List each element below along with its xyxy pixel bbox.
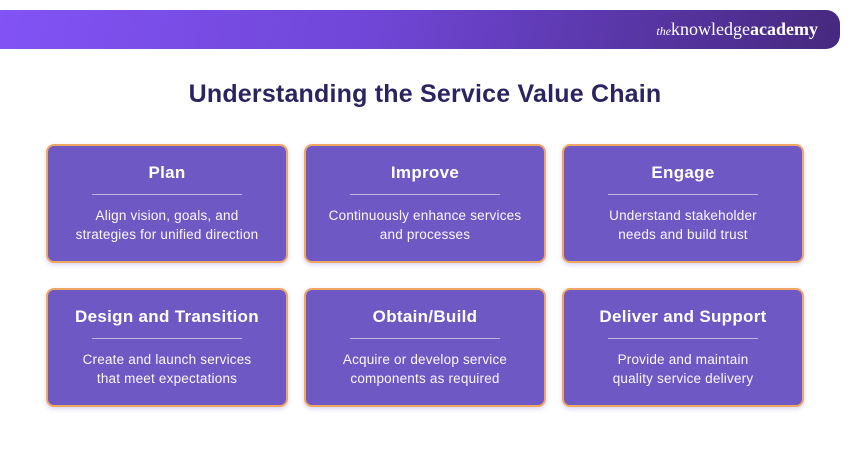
card-plan: Plan Align vision, goals, and strategies… xyxy=(46,144,288,263)
card-title: Deliver and Support xyxy=(599,306,767,326)
card-design-and-transition: Design and Transition Create and launch … xyxy=(46,288,288,407)
page-title: Understanding the Service Value Chain xyxy=(188,80,662,108)
logo-knowledge: knowledge xyxy=(671,19,751,39)
card-description: Acquire or develop service components as… xyxy=(342,351,508,386)
card-divider xyxy=(92,193,242,195)
card-title: Improve xyxy=(390,162,460,182)
card-title: Obtain/Build xyxy=(372,306,478,326)
card-title: Engage xyxy=(651,162,715,182)
card-divider xyxy=(350,337,500,339)
logo-academy: academy xyxy=(750,19,818,39)
card-divider xyxy=(350,193,500,195)
card-engage: Engage Understand stakeholder needs and … xyxy=(562,144,804,263)
knowledge-academy-logo: theknowledgeacademy xyxy=(656,20,818,39)
card-description: Understand stakeholder needs and build t… xyxy=(609,207,757,242)
card-description: Continuously enhance services and proces… xyxy=(328,207,522,242)
header-bar: theknowledgeacademy xyxy=(0,10,840,49)
card-title: Plan xyxy=(148,162,186,182)
card-title: Design and Transition xyxy=(75,306,259,326)
card-obtain-build: Obtain/Build Acquire or develop service … xyxy=(304,288,546,407)
card-divider xyxy=(608,193,758,195)
card-deliver-and-support: Deliver and Support Provide and maintain… xyxy=(562,288,804,407)
card-improve: Improve Continuously enhance services an… xyxy=(304,144,546,263)
card-description: Create and launch services that meet exp… xyxy=(82,351,252,386)
logo-the: the xyxy=(656,24,672,38)
card-description: Align vision, goals, and strategies for … xyxy=(75,207,259,242)
card-divider xyxy=(608,337,758,339)
service-value-chain-grid: Plan Align vision, goals, and strategies… xyxy=(0,144,850,407)
card-description: Provide and maintain quality service del… xyxy=(612,351,754,386)
card-divider xyxy=(92,337,242,339)
